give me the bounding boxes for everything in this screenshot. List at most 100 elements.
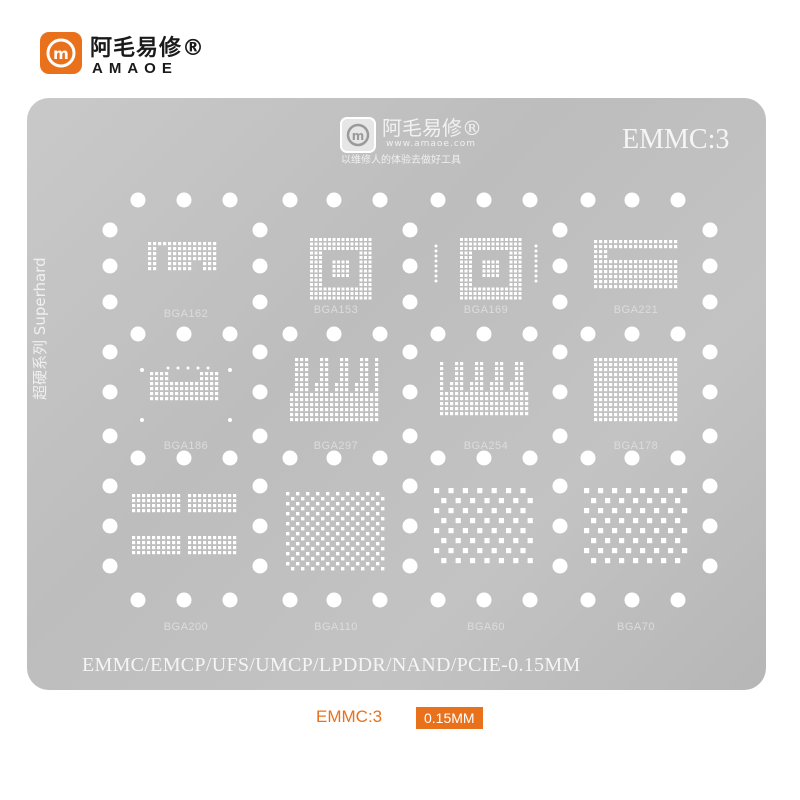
- alignment-hole: [702, 294, 718, 310]
- bga110-pad: [351, 567, 355, 571]
- bga200-pad: [142, 546, 146, 550]
- bga178-pad: [649, 373, 653, 377]
- bga178-pad: [634, 378, 638, 382]
- bga70-pad: [598, 548, 604, 554]
- bga169-pad: [473, 247, 477, 250]
- bga153-pad: [337, 260, 340, 264]
- bga110-pad: [311, 517, 315, 521]
- alignment-hole: [252, 558, 268, 574]
- bga60-pad: [498, 558, 504, 564]
- bga169-pad: [491, 260, 495, 264]
- bga254-pad: [515, 362, 519, 366]
- bga110-pad: [316, 512, 320, 516]
- bga254-pad: [460, 407, 464, 411]
- bga60-pad: [527, 518, 533, 524]
- bga297-pad: [350, 413, 354, 417]
- bga110-pad: [321, 527, 325, 531]
- bga70-pad: [619, 558, 625, 564]
- bga221-pad: [624, 245, 628, 249]
- bga169-pad: [460, 251, 463, 255]
- bga178-pad: [659, 388, 663, 392]
- bga221-pad: [614, 280, 618, 284]
- bga162-pad: [173, 252, 177, 256]
- bga254-pad: [520, 362, 524, 366]
- bga153-pad: [310, 287, 313, 291]
- bga200-pad: [177, 546, 181, 550]
- bga60-pad: [448, 488, 454, 494]
- bga254-pad: [485, 402, 489, 406]
- bga221-pad: [629, 285, 633, 289]
- bga221-pad: [624, 275, 628, 279]
- bga169-dot: [434, 274, 438, 278]
- alignment-hole: [252, 294, 268, 310]
- bga162-pad: [203, 267, 207, 271]
- bga221-pad: [619, 260, 623, 264]
- bga153-pad: [314, 242, 318, 246]
- bga186-pad: [210, 372, 214, 376]
- bga110-pad: [371, 507, 375, 511]
- bga254-pad: [490, 412, 494, 416]
- bga169-pad: [482, 260, 486, 264]
- bga297-pad: [345, 393, 349, 397]
- bga221-pad: [619, 240, 623, 244]
- bga221-pad: [654, 265, 658, 269]
- bga186-pad: [205, 377, 209, 381]
- bga110-pad: [381, 537, 385, 541]
- bga169-pad: [464, 238, 468, 241]
- bga178-pad: [619, 413, 623, 417]
- bga153-pad: [359, 269, 363, 273]
- bga200-pad: [208, 551, 212, 555]
- bga110-pad: [291, 507, 295, 511]
- bga186-pad: [165, 372, 169, 376]
- bga200-pad: [208, 541, 212, 545]
- bga254-pad: [520, 402, 524, 406]
- bga178-pad: [669, 403, 673, 407]
- alignment-hole: [326, 192, 342, 208]
- bga178-pad: [644, 378, 648, 382]
- bga221-pad: [604, 255, 608, 259]
- bga60-pad: [455, 538, 461, 544]
- bga297-pad: [335, 383, 339, 387]
- bga254-pad: [500, 412, 504, 416]
- bga297-pad: [345, 368, 349, 372]
- bga200-pad: [167, 494, 171, 498]
- bga297-pad: [305, 413, 309, 417]
- bga200-pad: [137, 499, 141, 503]
- bga186-pad: [165, 377, 169, 381]
- bga221-pad: [659, 245, 663, 249]
- bga110-pad: [361, 497, 365, 501]
- bga221-pad: [609, 280, 613, 284]
- bga169-pad: [514, 283, 517, 286]
- bga297-pad: [365, 403, 369, 407]
- bga186-pad: [210, 392, 214, 396]
- bga70-pad: [640, 488, 646, 494]
- bga254-pad: [510, 392, 514, 396]
- bga221-pad: [594, 250, 598, 254]
- bga70-pad: [633, 538, 639, 544]
- bga60-pad: [506, 488, 512, 494]
- bga254-pad: [450, 397, 454, 401]
- bga186-pad: [190, 392, 194, 396]
- bga200-pad: [233, 494, 237, 498]
- bga221-pad: [619, 245, 623, 249]
- bga178-pad: [669, 373, 673, 377]
- bga169-pad: [509, 296, 513, 300]
- bga200-pad: [218, 546, 222, 550]
- bga110-pad: [316, 552, 320, 556]
- bga169-pad: [487, 292, 490, 295]
- bga178-pad: [674, 393, 678, 397]
- bga169-pad: [464, 278, 468, 282]
- bga153-pad: [355, 238, 358, 241]
- bga221-pad: [669, 240, 673, 244]
- bga297-pad: [310, 408, 314, 412]
- alignment-hole: [552, 384, 568, 400]
- bga221-pad: [599, 250, 603, 254]
- bga221-pad: [629, 270, 633, 274]
- bga178-pad: [644, 358, 648, 362]
- bga221-pad: [654, 245, 658, 249]
- alignment-hole: [522, 192, 538, 208]
- bga221-pad: [624, 265, 628, 269]
- alignment-hole: [670, 192, 686, 208]
- bga162-pad: [168, 242, 172, 246]
- chip-label-bga169: BGA169: [463, 304, 509, 316]
